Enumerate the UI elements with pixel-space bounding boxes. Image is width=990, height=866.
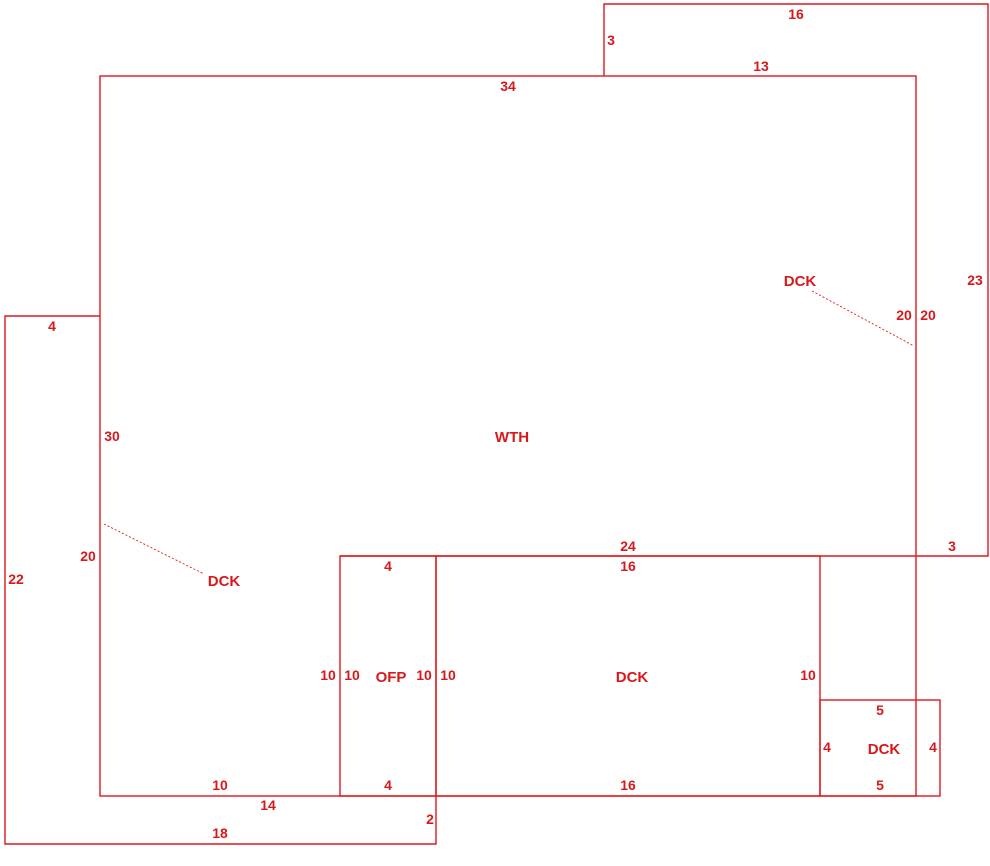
dim-bottom-right-step: 2 <box>426 811 434 827</box>
dim-left-outer: 22 <box>8 571 24 587</box>
dim-porch-right-a: 10 <box>416 667 432 683</box>
dim-porch-top: 4 <box>384 558 392 574</box>
dim-left-inner: 20 <box>80 548 96 564</box>
dim-main-left: 30 <box>104 428 120 444</box>
deck-small-label: DCK <box>868 741 901 758</box>
small-deck-outline <box>819 699 941 797</box>
left-deck-leader <box>103 523 205 575</box>
main-area-label: WTH <box>495 429 529 446</box>
dim-porch-left-a: 10 <box>320 667 336 683</box>
dim-porch-right-b: 10 <box>440 667 456 683</box>
left-deck-outline <box>4 315 437 845</box>
dim-right-outer: 23 <box>967 272 983 288</box>
dim-small-left: 4 <box>823 739 831 755</box>
dim-right-inner-b: 20 <box>920 307 936 323</box>
dim-small-top: 5 <box>876 702 884 718</box>
dim-center-right: 10 <box>800 667 816 683</box>
dim-top-ext-bottom: 13 <box>753 58 769 74</box>
dim-main-top: 34 <box>500 78 516 94</box>
center-deck-outline <box>435 555 821 797</box>
dim-center-bottom: 16 <box>620 777 636 793</box>
dim-small-right: 4 <box>929 739 937 755</box>
deck-center-label: DCK <box>616 669 649 686</box>
dim-top-ext-top: 16 <box>788 6 804 22</box>
dim-center-top-inner: 16 <box>620 558 636 574</box>
right-deck-leader <box>811 290 915 347</box>
dim-porch-bottom: 4 <box>384 777 392 793</box>
dim-small-bottom: 5 <box>876 777 884 793</box>
dim-bottom-left-mid: 14 <box>260 797 276 813</box>
dim-bottom-left-inner: 10 <box>212 777 228 793</box>
dim-left-top: 4 <box>48 318 56 334</box>
dim-right-inner-a: 20 <box>896 307 912 323</box>
dim-porch-left-b: 10 <box>344 667 360 683</box>
dim-right-bottom: 3 <box>948 538 956 554</box>
dim-top-ext-left: 3 <box>607 32 615 48</box>
porch-label: OFP <box>376 669 407 686</box>
top-extension-outline <box>603 3 989 557</box>
dim-center-top-outer: 24 <box>620 538 636 554</box>
deck-left-label: DCK <box>208 573 241 590</box>
deck-upper-right-label: DCK <box>784 273 817 290</box>
dim-bottom-outer: 18 <box>212 825 228 841</box>
